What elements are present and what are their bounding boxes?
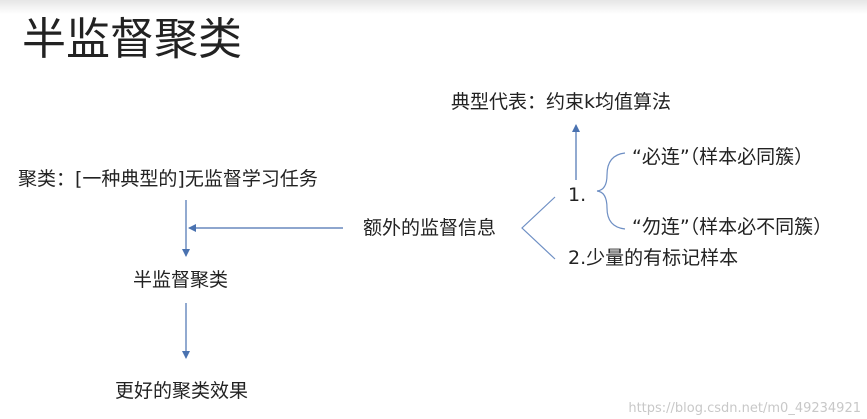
node-semi-supervised-clustering: 半监督聚类 — [133, 269, 229, 291]
top-shade — [0, 0, 867, 14]
node-better-clustering: 更好的聚类效果 — [115, 380, 249, 402]
node-cannot-link: “勿连”（样本必不同簇） — [632, 216, 833, 238]
node-clustering: 聚类：[一种典型的]无监督学习任务 — [18, 168, 318, 190]
node-must-link: “必连”（样本必同簇） — [632, 146, 814, 168]
node-extra-supervision: 额外的监督信息 — [363, 217, 497, 239]
slide-title: 半监督聚类 — [22, 14, 242, 65]
item1-brace — [596, 152, 626, 230]
branch-bracket — [521, 196, 556, 260]
node-item-1: 1. — [568, 184, 587, 206]
node-representative: 典型代表：约束k均值算法 — [451, 91, 672, 113]
node-item-2: 2.少量的有标记样本 — [568, 247, 739, 269]
watermark: https://blog.csdn.net/m0_49234921 — [628, 401, 861, 416]
